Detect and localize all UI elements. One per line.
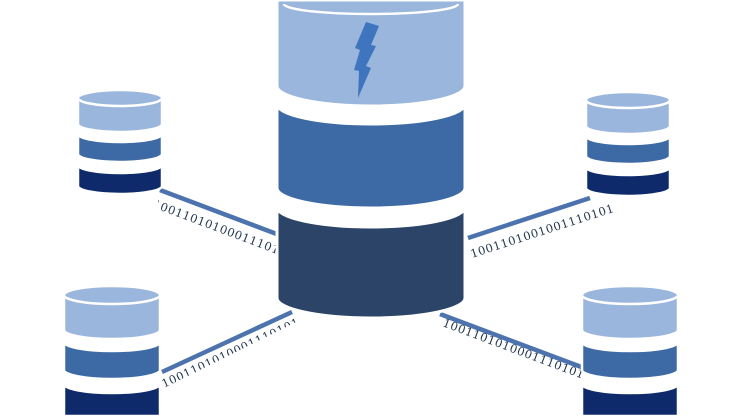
cable-bottom-right — [439, 311, 585, 371]
binary-label-top-left: 1001101010001110101 — [151, 197, 297, 263]
central-tier-middle — [275, 103, 467, 210]
database-icon-bottom-left — [62, 284, 162, 416]
cables — [159, 187, 591, 375]
central-top-rim — [282, 3, 460, 16]
cable-top-left — [159, 187, 283, 239]
database-icon-top-right — [584, 90, 672, 198]
cable-top-right — [467, 195, 591, 241]
binary-label-bottom-left: 1001101010001110101 — [159, 315, 301, 391]
database-icon-bottom-right — [580, 284, 680, 416]
database-icon-top-left — [76, 88, 164, 196]
binary-label-bottom-right: 1001101010001110101 — [441, 316, 587, 382]
lightning-bolt-icon — [354, 22, 379, 98]
central-database-icon — [275, 0, 467, 320]
cable-bottom-left — [161, 309, 293, 375]
central-tier-bottom — [275, 206, 467, 320]
